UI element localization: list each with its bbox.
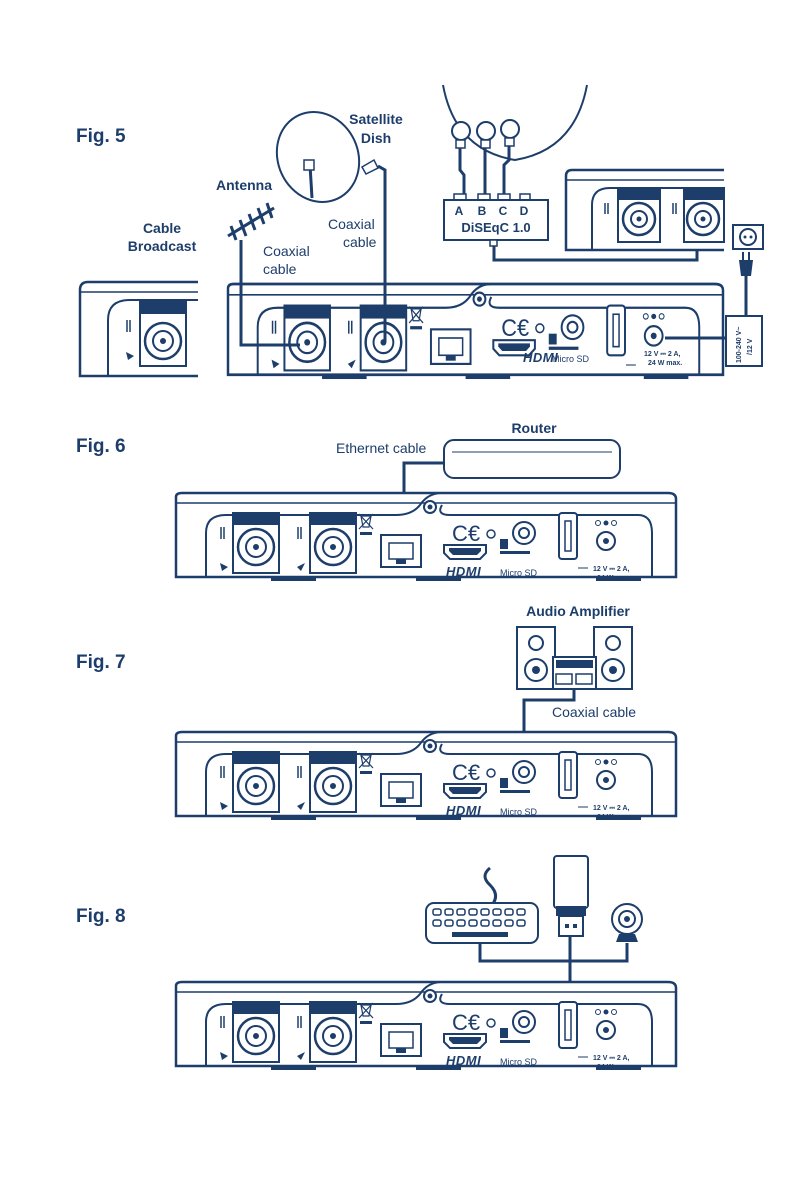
satellite-coax-line (377, 164, 387, 342)
microsd-label: Micro SD (500, 568, 538, 578)
audio-amplifier-label: Audio Amplifier (526, 603, 630, 619)
diseqc-switch: A B C D DiSEqC 1.0 (443, 193, 549, 247)
power-rating-2: 24 W max. (597, 1064, 631, 1071)
cable-broadcast-label-2: Broadcast (128, 238, 197, 254)
power-rating-1: 12 V ⎓ 2 A, (593, 1055, 630, 1062)
power-rating-1: 12 V ⎓ 2 A, (644, 351, 681, 358)
microsd-label: Micro SD (500, 807, 538, 817)
power-rating-2: 24 W max. (597, 575, 631, 582)
figure-7: Fig. 7 Audio Amplifier Coaxial cable HDM… (76, 603, 678, 822)
hdmi-label: HDMI (446, 803, 481, 818)
figure-8: Fig. 8 (76, 855, 678, 1072)
antenna-label: Antenna (216, 177, 272, 193)
coaxial-cable-1-line1: Coaxial (263, 243, 310, 259)
microsd-label: Micro SD (552, 354, 590, 364)
power-rating-2: 24 W max. (597, 814, 631, 821)
diseqc-port-b: B (478, 204, 487, 218)
power-adapter-label-1: 100-240 V~ (736, 327, 743, 363)
coaxial-cable-label: Coaxial cable (552, 704, 636, 720)
antenna-icon (227, 202, 275, 241)
figure-5: Fig. 5 Cable Broadcast HDMI Micro SD 12 … (76, 84, 764, 381)
usb-stick-icon (553, 855, 589, 937)
microsd-label: Micro SD (500, 1057, 538, 1067)
power-adapter: 100-240 V~ /12 V (725, 315, 763, 367)
router-label: Router (511, 420, 557, 436)
fig6-title: Fig. 6 (76, 436, 126, 457)
ethernet-cable-label: Ethernet cable (336, 440, 426, 456)
fig7-title: Fig. 7 (76, 652, 126, 673)
satellite-dish-label-2: Dish (361, 130, 391, 146)
diseqc-port-a: A (455, 204, 464, 218)
satellite-dish-label-1: Satellite (349, 111, 403, 127)
cable-broadcast-panel (78, 280, 198, 378)
fig5-title: Fig. 5 (76, 126, 126, 147)
satellite-dish-icon (275, 111, 380, 203)
hdmi-label: HDMI (446, 564, 481, 579)
hdmi-label: HDMI (446, 1053, 481, 1068)
power-plug-icon (739, 252, 753, 318)
coaxial-cable-1-line2: cable (263, 261, 297, 277)
fig8-title: Fig. 8 (76, 906, 126, 927)
amplifier-icon (552, 656, 597, 690)
diseqc-label: DiSEqC 1.0 (461, 220, 530, 235)
receiver-partial-panel-top (564, 168, 725, 252)
keyboard-icon (425, 866, 539, 944)
diseqc-port-c: C (499, 204, 508, 218)
coaxial-cable-2-line2: cable (343, 234, 377, 250)
webcam-icon (611, 903, 643, 942)
multi-lnb-dish-icon (442, 84, 588, 162)
cable-broadcast-label-1: Cable (143, 220, 181, 236)
speaker-left-icon (516, 626, 556, 690)
router-icon (443, 439, 621, 479)
figure-6: Fig. 6 Router Ethernet cable HDMI Micro … (76, 420, 678, 583)
coaxial-cable-2-line1: Coaxial (328, 216, 375, 232)
power-rating-2: 24 W max. (648, 360, 682, 367)
speaker-right-icon (593, 626, 633, 690)
power-adapter-label-2: /12 V (747, 338, 754, 355)
power-rating-1: 12 V ⎓ 2 A, (593, 566, 630, 573)
antenna-coax-line (239, 240, 300, 347)
hdmi-label: HDMI (523, 350, 558, 365)
lnb-cables (458, 146, 511, 195)
power-rating-1: 12 V ⎓ 2 A, (593, 805, 630, 812)
diseqc-port-d: D (520, 204, 529, 218)
wall-socket-icon (732, 224, 764, 250)
usb-hub-line (478, 943, 629, 963)
